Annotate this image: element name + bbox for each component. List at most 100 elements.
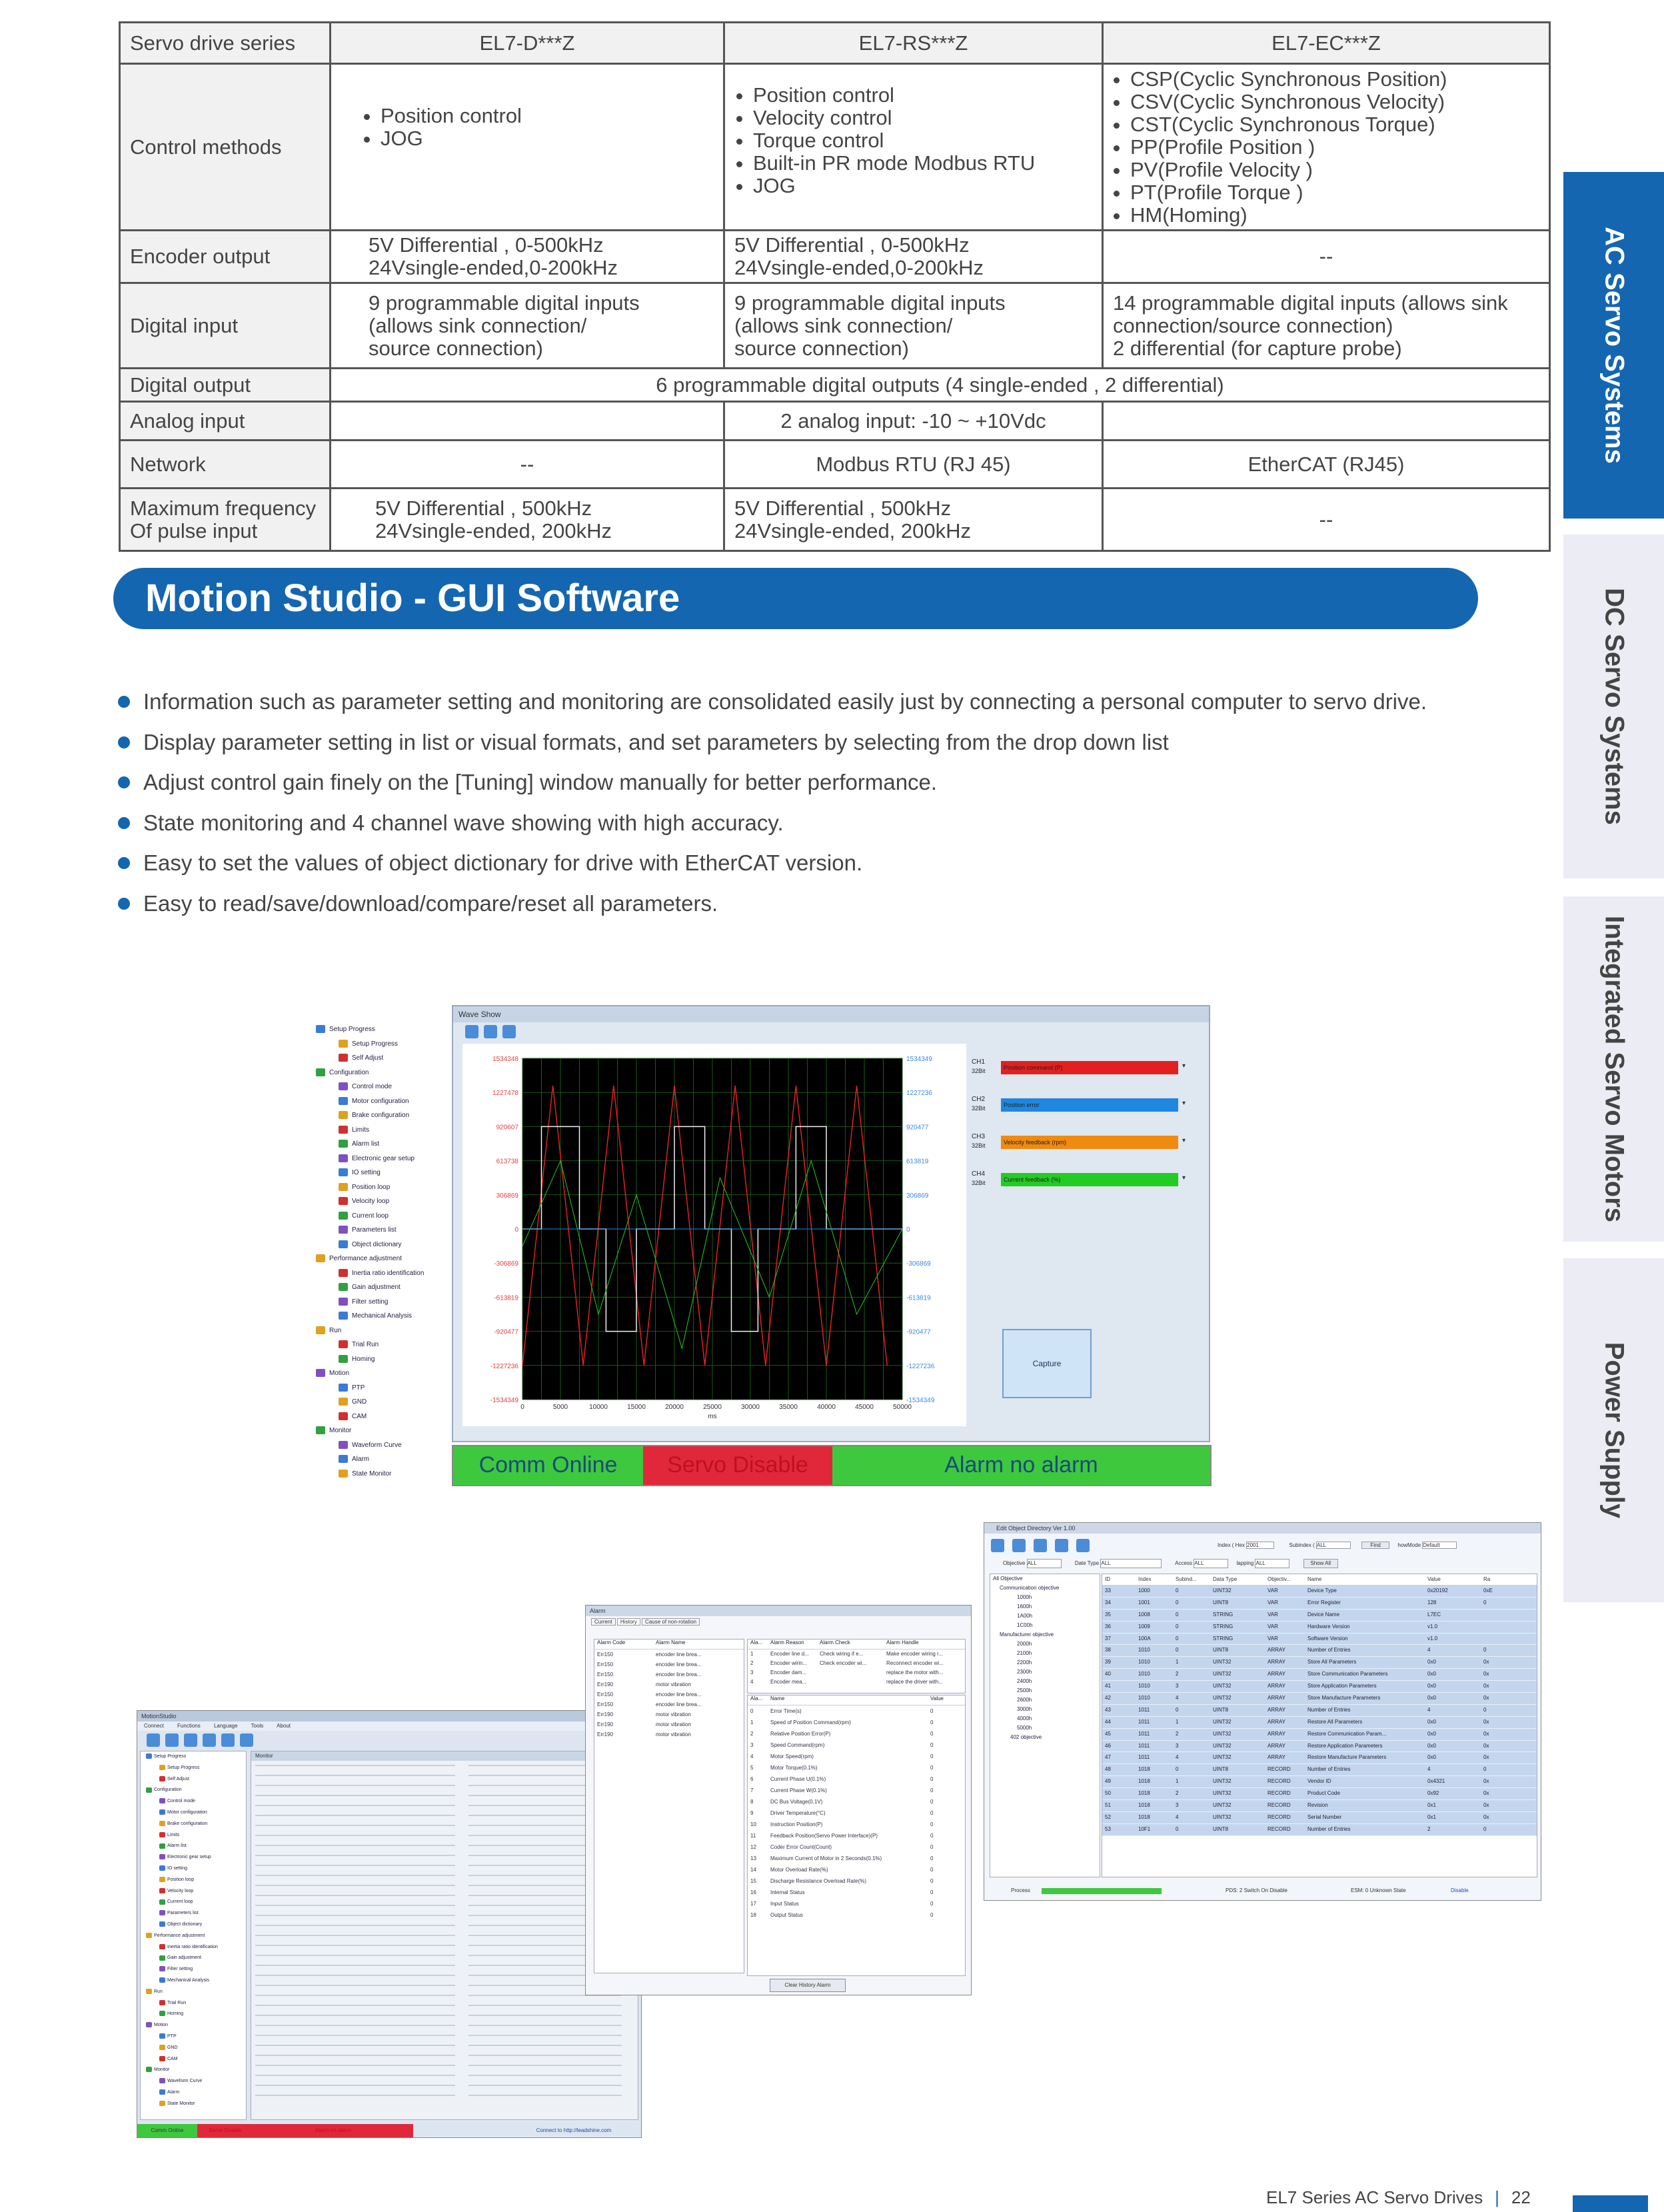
mapping-select[interactable]: ALL [1255, 1559, 1290, 1568]
tab-history[interactable]: History [616, 1618, 640, 1626]
encoder-d-line1: 5V Differential , 0-500kHz [369, 233, 604, 257]
tree-item-label: GND [352, 1398, 367, 1406]
showall-button[interactable]: Show All [1303, 1559, 1338, 1568]
tree-item-label: Performance adjustment [154, 1933, 205, 1938]
menu-item[interactable]: Connect [144, 1723, 164, 1729]
max-freq-d-1: 5V Differential , 500kHz [375, 496, 592, 520]
param-row-line [255, 1965, 455, 1966]
control-methods-d: Position control JOG [329, 63, 725, 231]
channel-select: Current feedback (%) [1001, 1173, 1178, 1186]
table-cell: 1011 [1138, 1730, 1150, 1737]
capture-button[interactable]: Capture [1002, 1329, 1092, 1398]
tree-node-icon [159, 1843, 165, 1849]
tree-node-icon [159, 1910, 165, 1916]
menu-item[interactable]: About [277, 1723, 291, 1729]
refresh-icon[interactable] [203, 1733, 216, 1747]
connect-link[interactable]: Connect to http://leadshine.com [536, 2127, 612, 2133]
table-cell: 0 [1176, 1647, 1179, 1654]
access-select[interactable]: ALL [1194, 1559, 1229, 1568]
table-cell: Current Phase U(0.1%) [770, 1776, 826, 1782]
objective-select[interactable]: ALL [1026, 1559, 1062, 1568]
table-cell: Encoder dam... [770, 1669, 807, 1675]
tree-item-label: Motion [154, 2023, 169, 2028]
save-icon[interactable] [1012, 1539, 1026, 1552]
open-icon[interactable] [465, 1025, 478, 1038]
table-cell: 8 [750, 1799, 754, 1805]
warning-icon[interactable] [240, 1733, 253, 1747]
table-cell: RECORD [1267, 1825, 1291, 1832]
datatype-select[interactable]: ALL [1100, 1559, 1162, 1568]
table-cell: 3 [750, 1742, 754, 1748]
param-row-line [468, 2075, 622, 2076]
save-icon[interactable] [184, 1733, 197, 1747]
trace-ch1 [522, 1085, 888, 1366]
tree-item-label: Gain adjustment [352, 1284, 401, 1291]
index-input[interactable]: 2001 [1246, 1542, 1275, 1549]
tab-dc-servo-systems[interactable]: DC Servo Systems [1563, 535, 1664, 878]
y-tick-right: -1227236 [906, 1363, 935, 1370]
tree-node-icon [316, 1254, 325, 1263]
tree-item-label: State Monitor [167, 2101, 195, 2106]
export-icon[interactable] [502, 1025, 516, 1038]
tree-node-icon [159, 1854, 165, 1860]
read-icon[interactable] [165, 1733, 179, 1747]
menu-item[interactable]: Functions [177, 1723, 201, 1729]
find-button[interactable]: Find [1361, 1542, 1390, 1549]
tab-power-supply[interactable]: Power Supply [1563, 1258, 1664, 1602]
tree-node-icon [339, 1297, 348, 1306]
download-icon[interactable] [1034, 1539, 1047, 1552]
open-icon[interactable] [991, 1539, 1004, 1552]
table-cell: 1018 [1138, 1802, 1150, 1809]
tree-node-icon [339, 1240, 348, 1248]
y-tick-right: 920477 [906, 1124, 929, 1131]
compare-icon[interactable] [1076, 1539, 1090, 1552]
tree-item: CAM [141, 2054, 246, 2065]
y-tick-left: 306869 [496, 1192, 519, 1200]
tree-item-label: Motor configuration [352, 1097, 409, 1105]
save-icon[interactable] [484, 1025, 497, 1038]
tab-ac-servo-systems[interactable]: AC Servo Systems [1563, 172, 1664, 519]
control-methods-rs: Position control Velocity control Torque… [723, 63, 1104, 231]
tab-current[interactable]: Current [591, 1618, 616, 1626]
x-unit: ms [708, 1413, 716, 1420]
settings-icon[interactable] [221, 1733, 235, 1747]
upload-icon[interactable] [1055, 1539, 1068, 1552]
encoder-ec: -- [1102, 229, 1551, 284]
tree-item: Communication objective [1000, 1585, 1060, 1591]
table-cell: ARRAY [1267, 1754, 1285, 1761]
column-header: Alarm Reason [770, 1640, 804, 1646]
tree-item: Motion [141, 2020, 246, 2031]
feature-list: Information such as parameter setting an… [117, 683, 1427, 925]
subindex-select[interactable]: ALL [1315, 1542, 1351, 1549]
table-cell: 0 [930, 1742, 934, 1748]
chevron-down-icon: ▾ [1182, 1174, 1186, 1182]
table-cell: 0 [1176, 1706, 1179, 1713]
tab-cause[interactable]: Cause of non-rotation [642, 1618, 700, 1626]
list-item: JOG [753, 174, 1092, 197]
list-item: CST(Cyclic Synchronous Torque) [1130, 113, 1539, 136]
tree-item-label: Velocity loop [167, 1888, 194, 1893]
table-cell: Restore Communication Param... [1307, 1730, 1387, 1737]
menu-item[interactable]: Tools [251, 1723, 264, 1729]
tab-integrated-servo-motors[interactable]: Integrated Servo Motors [1563, 896, 1664, 1242]
clear-history-button[interactable]: Clear History Alarm [770, 1979, 846, 1992]
table-cell: Device Name [1307, 1611, 1340, 1618]
tree-node-icon [159, 2100, 165, 2106]
menu-item[interactable]: Language [213, 1723, 238, 1729]
connect-icon[interactable] [147, 1733, 160, 1747]
showmode-select[interactable]: Default [1422, 1542, 1457, 1549]
table-cell: 3 [1176, 1683, 1179, 1689]
table-cell: encoder line brea... [656, 1661, 702, 1667]
